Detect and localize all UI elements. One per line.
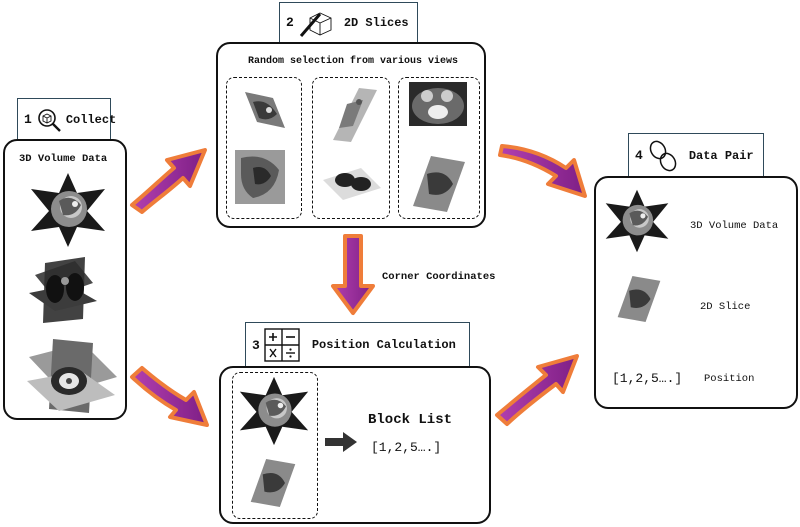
slices-tab: 2 2D Slices: [279, 2, 418, 42]
datapair-step-number: 4: [635, 148, 643, 163]
slice-thumbnail: [616, 274, 662, 324]
calculator-icon: [264, 328, 300, 362]
arrow-slices-to-datapair: [498, 144, 587, 198]
datapair-tab: 4 Data Pair: [628, 133, 764, 177]
volume-thumbnail-ct: [23, 337, 123, 417]
volume-thumbnail-lungs: [25, 253, 103, 325]
slice-thumbnail: [249, 457, 297, 509]
collect-title: Collect: [65, 112, 117, 127]
chain-link-icon: [647, 139, 679, 173]
datapair-volume-label: 3D Volume Data: [690, 220, 779, 232]
position-input-group: [232, 372, 318, 519]
slices-title: 2D Slices: [343, 15, 409, 30]
slices-panel: Random selection from various views: [216, 42, 486, 228]
volume-thumbnail-head: [602, 188, 672, 254]
knife-cube-icon: [298, 8, 336, 38]
arrow-collect-to-slices: [130, 148, 207, 214]
slice-group-lung: [312, 77, 390, 219]
collect-panel: 3D Volume Data: [3, 139, 127, 420]
block-list-title: Block List: [368, 412, 453, 428]
slice-thumbnail: [243, 88, 287, 132]
datapair-title: Data Pair: [688, 148, 754, 163]
block-list-values: [1,2,5….]: [371, 440, 442, 455]
slice-group-sagittal: [226, 77, 302, 219]
arrow-slices-to-position: [331, 234, 375, 315]
datapair-panel: 3D Volume Data 2D Slice [1,2,5….] Positi…: [594, 176, 798, 409]
collect-step-number: 1: [24, 112, 32, 127]
datapair-position-label: Position: [704, 373, 755, 385]
slice-thumbnail: [321, 158, 383, 208]
arrow-collect-to-position: [130, 366, 209, 427]
slice-thumbnail: [235, 150, 287, 206]
collect-tab: 1 Collect: [17, 98, 116, 140]
corner-coordinates-label: Corner Coordinates: [382, 271, 496, 283]
slice-group-ct: [398, 77, 480, 219]
position-title: Position Calculation: [311, 338, 456, 352]
slice-thumbnail: [409, 82, 467, 126]
slice-thumbnail: [329, 86, 379, 144]
slices-caption: Random selection from various views: [248, 56, 459, 67]
position-tab: 3 Position Calculation: [245, 322, 470, 367]
right-arrow-icon: [325, 432, 357, 452]
collect-heading: 3D Volume Data: [19, 153, 108, 165]
position-step-number: 3: [252, 337, 260, 353]
slices-step-number: 2: [286, 15, 294, 30]
volume-thumbnail-head: [235, 375, 313, 447]
datapair-position-values: [1,2,5….]: [612, 371, 683, 386]
position-panel: Block List [1,2,5….]: [219, 366, 491, 524]
search-cube-icon: [36, 107, 62, 133]
datapair-slice-label: 2D Slice: [700, 301, 751, 313]
volume-thumbnail-head: [27, 171, 109, 249]
arrow-position-to-datapair: [495, 354, 579, 426]
slice-thumbnail: [411, 154, 467, 214]
